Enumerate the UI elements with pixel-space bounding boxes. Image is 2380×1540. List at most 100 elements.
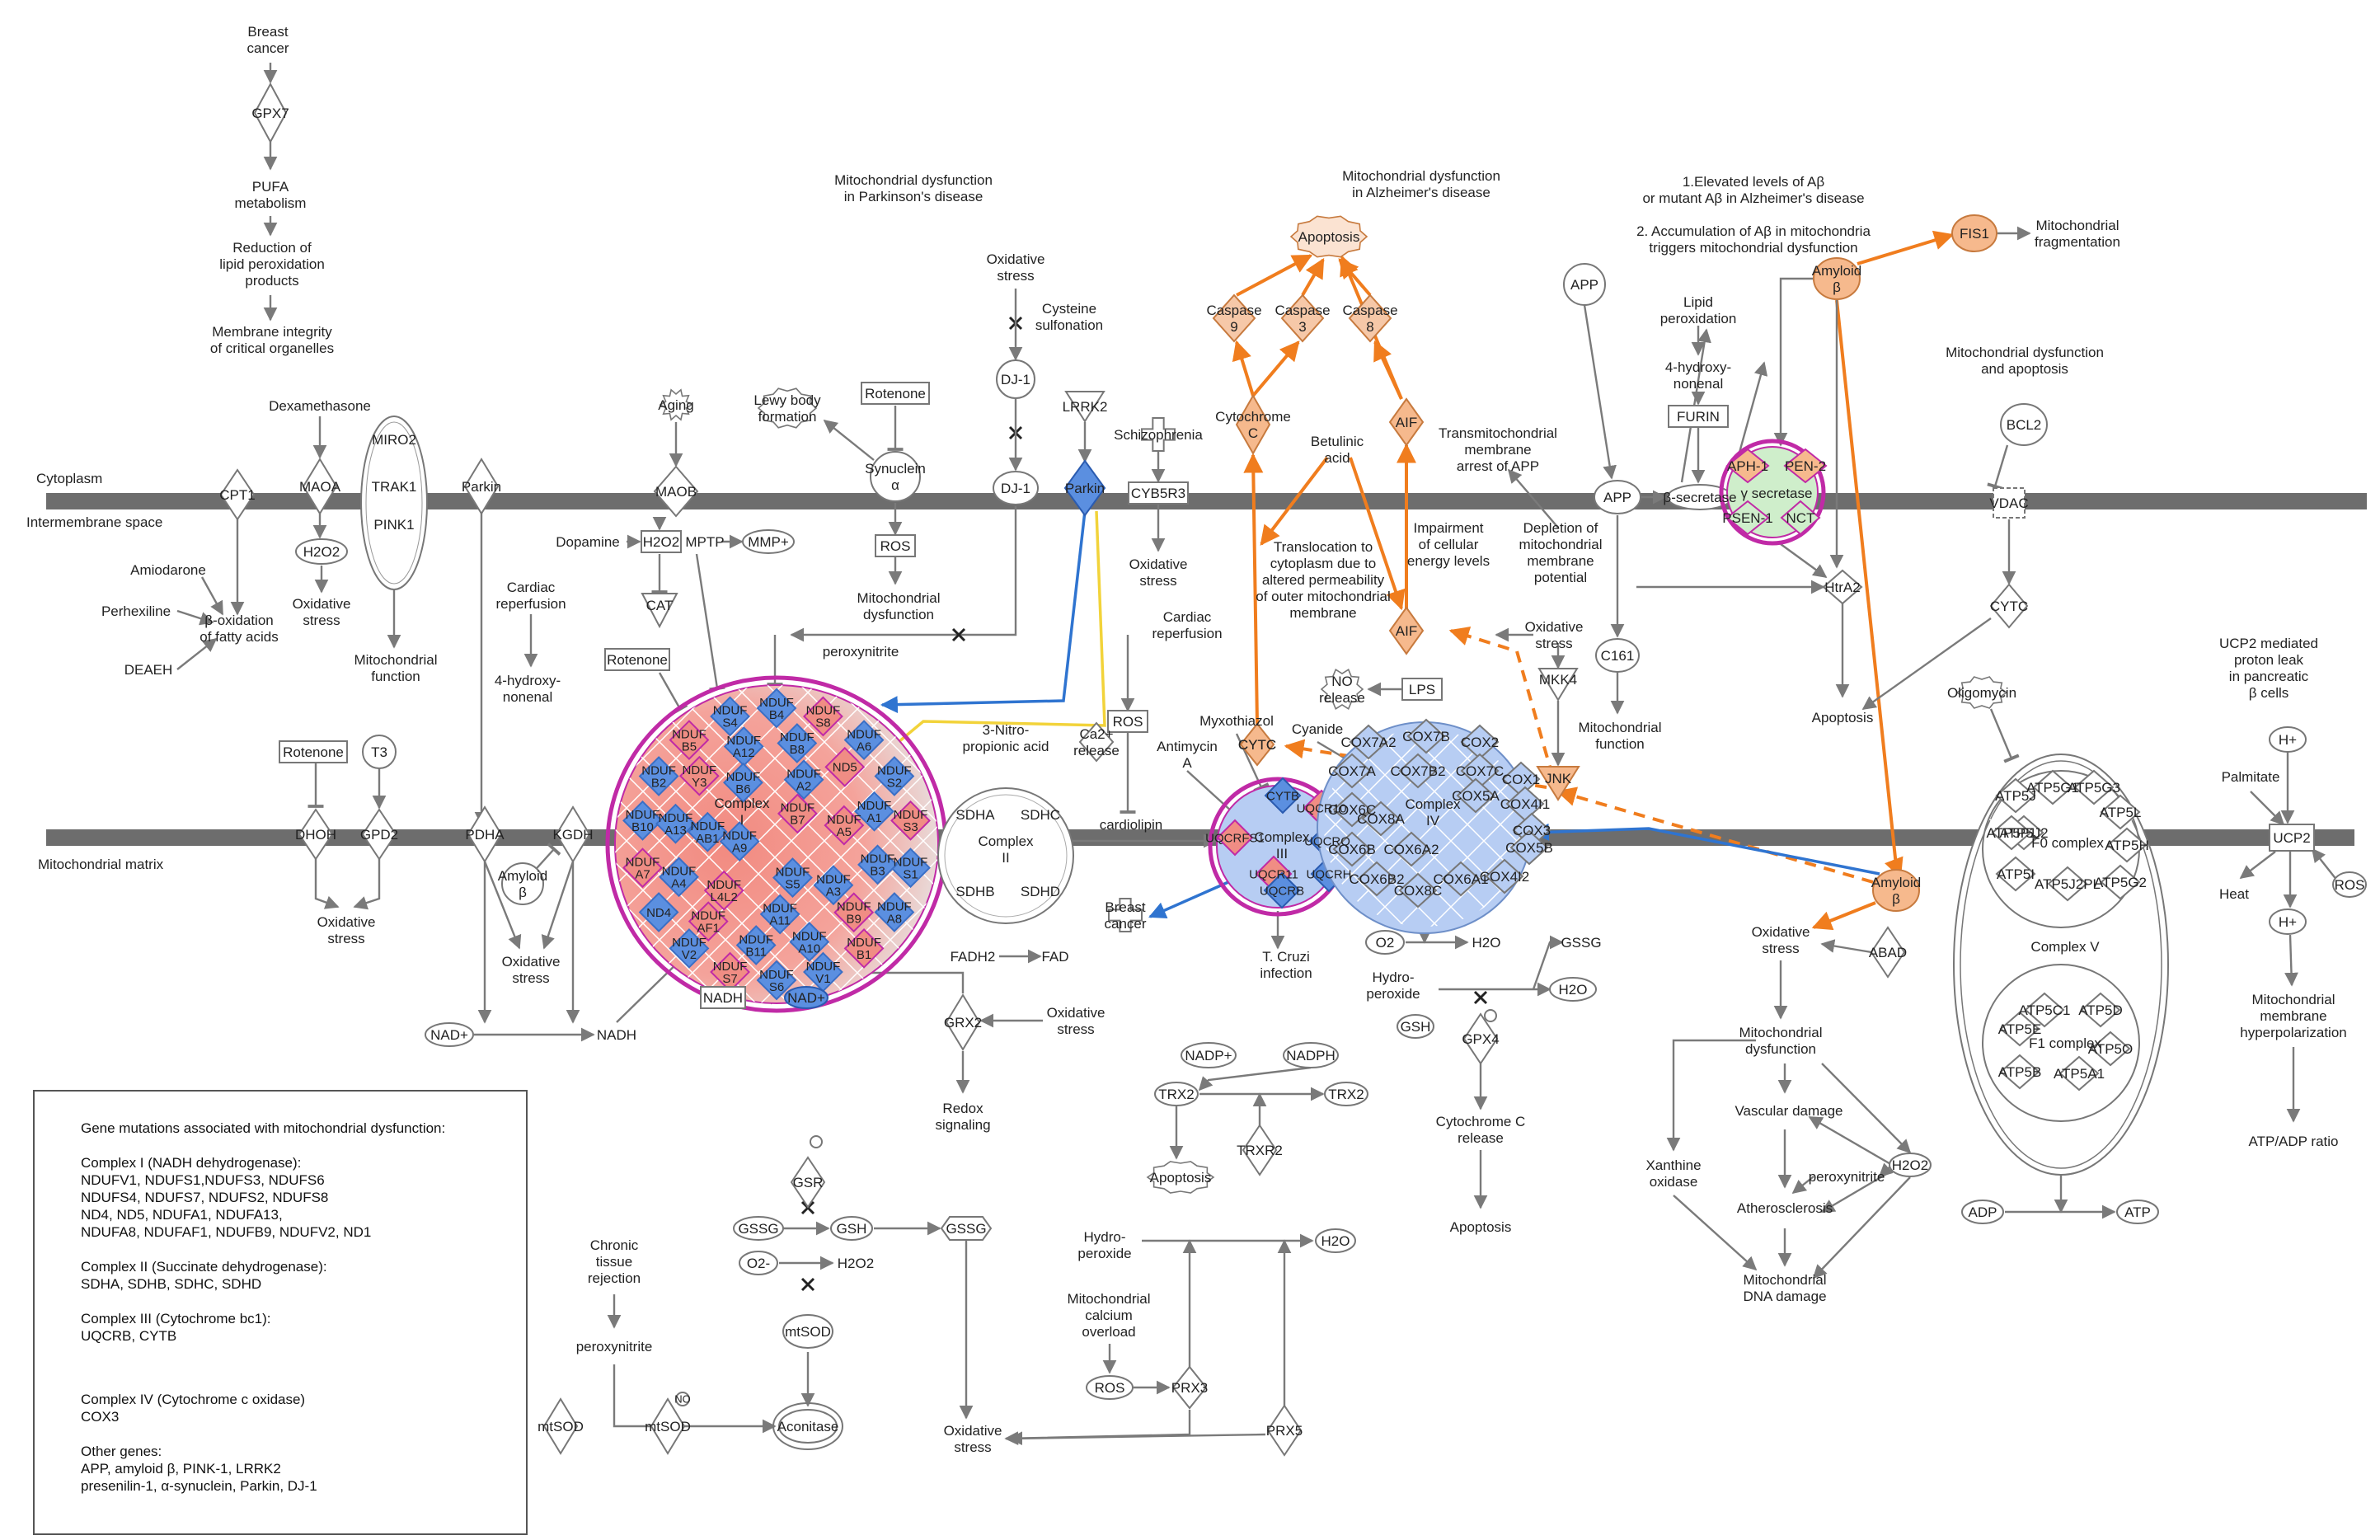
f1-gene-label: ATP5E — [1998, 1021, 2042, 1037]
mkk4-node — [1537, 668, 1579, 702]
parkin-b-node — [1063, 459, 1106, 517]
complex-4-gene-node — [1332, 831, 1372, 867]
oligomycin-label: Oligomycin — [1947, 685, 2016, 701]
edge — [2311, 847, 2338, 881]
schizophrenia-node — [1141, 417, 1176, 452]
nadh-b-node — [700, 986, 746, 1009]
complex-1-gene-node — [638, 892, 679, 932]
lewy-node — [757, 387, 818, 429]
complex-4-gene-node — [1441, 861, 1481, 897]
complex-1-gene-node — [783, 759, 824, 801]
f1-gene-label: ATP5B — [1998, 1064, 2042, 1080]
perhexiline-label: Perhexiline — [101, 603, 171, 619]
complex-1-gene-node — [622, 800, 663, 841]
complex-4-gene-node — [1406, 718, 1446, 754]
uqcrfs1-label: UQCRFS1 — [1205, 831, 1265, 845]
synuclein-node — [870, 451, 921, 502]
athero-label: Atherosclerosis — [1737, 1200, 1833, 1216]
nadp-label: NADP+ — [1185, 1048, 1232, 1063]
complex-4-gene-label: COX7A — [1328, 763, 1376, 779]
rotenone-b-label: Rotenone — [865, 386, 926, 401]
complex-4-gene-node — [1456, 777, 1495, 814]
f1-gene-label: ATP5C1 — [2019, 1002, 2071, 1018]
complex-4-gene-label: COX7A2 — [1340, 735, 1396, 750]
h2o-b-label: H2O — [1559, 982, 1588, 998]
edge — [1148, 880, 1229, 918]
complex-4-gene-label: COX6B — [1328, 842, 1376, 857]
edge — [1260, 456, 1329, 546]
mtsod-a-node — [782, 1314, 833, 1349]
aconitase-outer-ring — [772, 1402, 843, 1450]
complex-1-gene-node — [843, 720, 885, 761]
complex-1-gene-node — [756, 960, 797, 1001]
complex-4-gene-label: COX6B2 — [1349, 871, 1404, 887]
complex-4-gene-label: COX2 — [1461, 735, 1499, 750]
vdac-label: VDAC — [1989, 495, 2028, 511]
trak1-label: TRAK1 — [372, 479, 417, 495]
grx2-label: GRX2 — [944, 1015, 982, 1031]
gsh-a-node — [1397, 1014, 1434, 1039]
app-a-label: APP — [1570, 277, 1598, 293]
sdhb-label: SDHB — [955, 884, 994, 899]
edge — [176, 637, 218, 670]
complex-1-gene-node — [638, 756, 679, 796]
edge — [353, 859, 381, 910]
cpt1-label: CPT1 — [219, 487, 255, 503]
cardiolipin-label: cardiolipin — [1100, 817, 1163, 833]
aif-a-node — [1388, 397, 1425, 447]
cytc-b-label: CYTC — [1990, 599, 2028, 614]
complex-4-gene-node — [1485, 858, 1524, 894]
hydroperoxide-a-label: Hydro-peroxide — [1366, 970, 1420, 1002]
legend-box: Gene mutations associated with mitochond… — [33, 1090, 528, 1535]
bcl2-node — [2000, 403, 2048, 446]
edge — [1857, 230, 1955, 265]
inhibit-edge — [695, 553, 725, 692]
schizophrenia-label: Schizophrenia — [1114, 427, 1203, 443]
myxothiazol-label: Myxothiazol — [1199, 713, 1274, 729]
gpx4-modifier — [1484, 1009, 1497, 1022]
uqcrb-node — [1263, 871, 1301, 909]
ros-c-node — [2332, 871, 2367, 898]
c161-node — [1595, 638, 1640, 673]
complex-4-gene-label: COX8A — [1357, 811, 1405, 827]
hydroxy-b-label: 4-hydroxy-nonenal — [1665, 359, 1731, 392]
peroxynitrite-b-label: peroxynitrite — [1809, 1169, 1885, 1185]
maob-node — [653, 465, 699, 518]
complex-1-gene-node — [710, 696, 750, 737]
edge — [1507, 468, 1559, 528]
complex-1-pattern — [615, 685, 938, 1003]
complex-1-gene-node — [703, 870, 744, 911]
uqcrq-label: UQCRQ — [1304, 834, 1350, 848]
f1-gene-label: ATP5A1 — [2054, 1066, 2105, 1082]
trx2-a-label: TRX2 — [1158, 1087, 1194, 1102]
edge — [823, 419, 875, 461]
inhibit-edge — [658, 672, 688, 715]
